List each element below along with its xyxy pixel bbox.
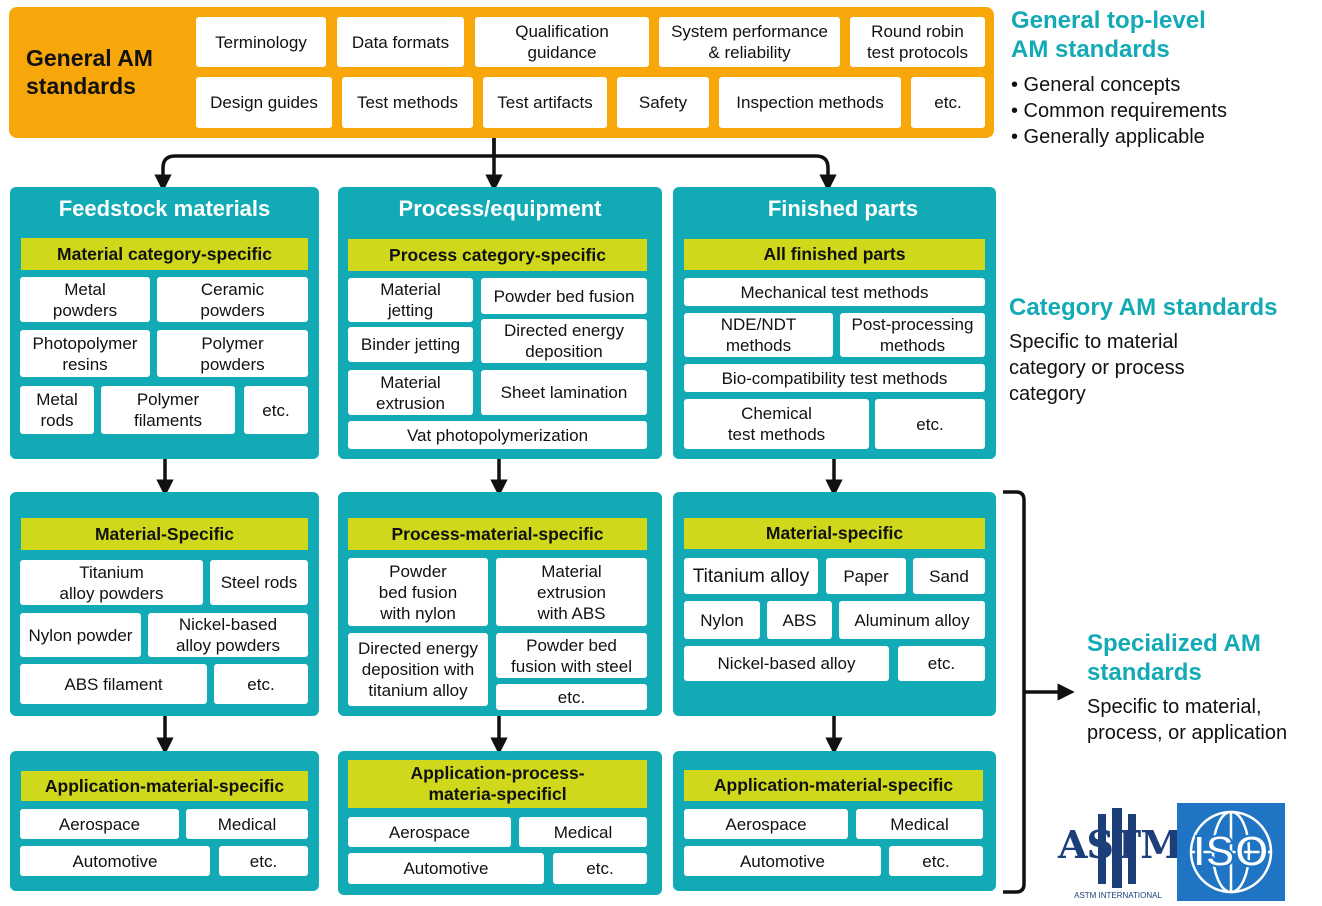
- process-spec-extrusion-abs: Material extrusion with ABS: [496, 558, 647, 626]
- process-application-label: Application-process- materia-specificl: [348, 760, 647, 808]
- parts-title: Finished parts: [767, 196, 919, 221]
- general-item-design-guides: Design guides: [196, 77, 332, 128]
- feedstock-spec-etc: etc.: [214, 664, 308, 704]
- parts-app-automotive: Automotive: [684, 846, 881, 876]
- parts-spec-aluminum-alloy: Aluminum alloy: [839, 601, 985, 639]
- process-app-etc: etc.: [553, 853, 647, 884]
- astm-logo-text: ASTM: [1058, 822, 1182, 867]
- feedstock-app-automotive: Automotive: [20, 846, 210, 876]
- process-cat-vat-photopolymerization: Vat photopolymerization: [348, 421, 647, 449]
- process-title: Process/equipment: [398, 196, 602, 221]
- process-app-medical: Medical: [519, 817, 647, 847]
- general-top-level-title: General top-level AM standards: [1011, 7, 1206, 63]
- general-item-test-methods: Test methods: [342, 77, 473, 128]
- feedstock-spec-abs-filament: ABS filament: [20, 664, 207, 704]
- category-am-title: Category AM standards: [1009, 294, 1278, 321]
- specialized-am-title: Specialized AM standards: [1087, 630, 1261, 686]
- general-bullet-1: • General concepts: [1011, 74, 1181, 96]
- general-bullet-3: • Generally applicable: [1011, 126, 1205, 148]
- parts-cat-bio-compatibility: Bio-compatibility test methods: [684, 364, 985, 392]
- feedstock-cat-metal-rods: Metal rods: [20, 386, 94, 434]
- general-am-standards-label: General AM standards: [26, 45, 153, 99]
- process-cat-material-extrusion: Material extrusion: [348, 370, 473, 415]
- general-item-safety: Safety: [617, 77, 709, 128]
- general-item-data-formats: Data formats: [337, 17, 464, 67]
- parts-cat-etc: etc.: [875, 399, 985, 449]
- process-cat-sheet-lamination: Sheet lamination: [481, 370, 647, 415]
- parts-category-label: All finished parts: [684, 239, 985, 270]
- parts-app-aerospace: Aerospace: [684, 809, 848, 839]
- feedstock-spec-titanium-alloy-powders: Titanium alloy powders: [20, 560, 203, 605]
- astm-logo: ASTM ASTM INTERNATIONAL: [1058, 804, 1182, 901]
- astm-logo-caption: ASTM INTERNATIONAL: [1074, 891, 1162, 900]
- process-spec-etc: etc.: [496, 684, 647, 710]
- iso-logo: ISO: [1177, 803, 1285, 901]
- parts-spec-titanium-alloy: Titanium alloy: [684, 558, 818, 594]
- parts-spec-nylon: Nylon: [684, 601, 760, 639]
- feedstock-specific-label: Material-Specific: [21, 518, 308, 550]
- parts-spec-paper: Paper: [826, 558, 906, 594]
- process-category-label: Process category-specific: [348, 239, 647, 271]
- parts-app-etc: etc.: [889, 846, 983, 876]
- feedstock-app-aerospace: Aerospace: [20, 809, 179, 839]
- parts-spec-nickel-based-alloy: Nickel-based alloy: [684, 646, 889, 681]
- feedstock-app-medical: Medical: [186, 809, 308, 839]
- specialized-am-text: Specific to material, process, or applic…: [1087, 696, 1288, 744]
- process-spec-pbf-steel: Powder bed fusion with steel: [496, 633, 647, 678]
- feedstock-app-etc: etc.: [219, 846, 308, 876]
- feedstock-spec-nylon-powder: Nylon powder: [20, 613, 141, 657]
- general-item-inspection-methods: Inspection methods: [719, 77, 901, 128]
- process-spec-pbf-nylon: Powder bed fusion with nylon: [348, 558, 488, 626]
- category-am-text: Specific to material category or process…: [1009, 331, 1185, 405]
- process-cat-binder-jetting: Binder jetting: [348, 327, 473, 362]
- process-app-aerospace: Aerospace: [348, 817, 511, 847]
- general-bullet-2: • Common requirements: [1011, 100, 1227, 122]
- general-item-test-artifacts: Test artifacts: [483, 77, 607, 128]
- feedstock-title: Feedstock materials: [58, 196, 271, 221]
- process-spec-ded-titanium: Directed energy deposition with titanium…: [348, 633, 488, 706]
- general-to-feedstock-arrow: [154, 138, 496, 192]
- general-item-round-robin: Round robin test protocols: [850, 17, 985, 67]
- parts-spec-abs: ABS: [767, 601, 832, 639]
- general-item-terminology: Terminology: [196, 17, 326, 67]
- feedstock-cat-photopolymer-resins: Photopolymer resins: [20, 330, 150, 377]
- parts-specific-label: Material-specific: [684, 518, 985, 549]
- general-item-etc: etc.: [911, 77, 985, 128]
- general-item-qualification-guidance: Qualification guidance: [475, 17, 649, 67]
- feedstock-category-label: Material category-specific: [21, 238, 308, 270]
- general-item-system-performance: System performance & reliability: [659, 17, 840, 67]
- parts-spec-etc: etc.: [898, 646, 985, 681]
- feedstock-spec-nickel-based-alloy-powders: Nickel-based alloy powders: [148, 613, 308, 657]
- parts-cat-chemical-test-methods: Chemical test methods: [684, 399, 869, 449]
- parts-cat-mechanical-test-methods: Mechanical test methods: [684, 278, 985, 306]
- feedstock-cat-etc: etc.: [244, 386, 308, 434]
- process-cat-directed-energy-deposition: Directed energy deposition: [481, 319, 647, 363]
- parts-app-medical: Medical: [856, 809, 983, 839]
- feedstock-application-label: Application-material-specific: [21, 771, 308, 801]
- feedstock-spec-steel-rods: Steel rods: [210, 560, 308, 605]
- process-app-automotive: Automotive: [348, 853, 544, 884]
- parts-spec-sand: Sand: [913, 558, 985, 594]
- iso-logo-text: ISO: [1192, 826, 1270, 877]
- feedstock-cat-metal-powders: Metal powders: [20, 277, 150, 322]
- process-specific-label: Process-material-specific: [348, 518, 647, 550]
- process-cat-powder-bed-fusion: Powder bed fusion: [481, 278, 647, 314]
- feedstock-cat-ceramic-powders: Ceramic powders: [157, 277, 308, 322]
- feedstock-cat-polymer-filaments: Polymer filaments: [101, 386, 235, 434]
- feedstock-cat-polymer-powders: Polymer powders: [157, 330, 308, 377]
- parts-cat-nde-ndt-methods: NDE/NDT methods: [684, 313, 833, 357]
- specialized-bracket: [1003, 490, 1026, 894]
- process-cat-material-jetting: Material jetting: [348, 278, 473, 322]
- general-to-parts-arrow: [494, 154, 837, 192]
- parts-application-label: Application-material-specific: [684, 770, 983, 801]
- parts-cat-post-processing-methods: Post-processing methods: [840, 313, 985, 357]
